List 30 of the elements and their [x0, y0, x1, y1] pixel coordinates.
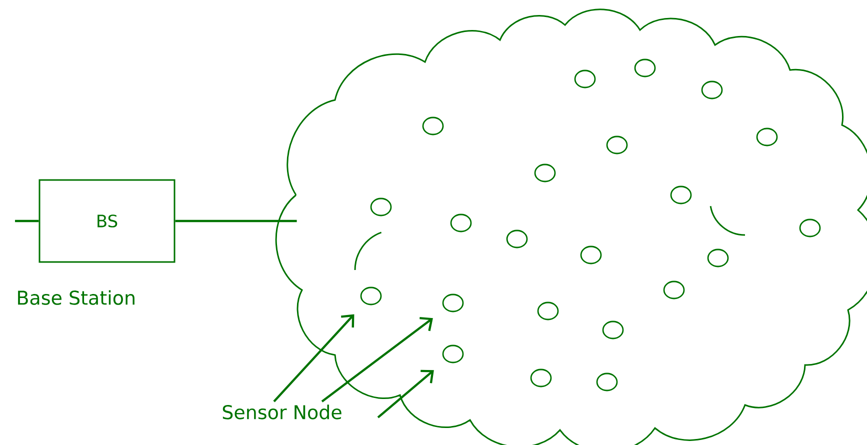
sensor-circle	[506, 230, 528, 248]
sensor-circle	[663, 280, 685, 300]
arrow	[377, 370, 434, 418]
node-label: Sensor Node	[222, 404, 342, 420]
sensor-circle	[596, 372, 618, 392]
sensor-circle	[442, 294, 464, 312]
sensor-circle	[370, 198, 392, 216]
sensor-circle	[634, 58, 656, 78]
arrow	[273, 314, 354, 402]
sensor-circle	[756, 128, 778, 146]
node-label: Base Station	[18, 290, 134, 305]
sensor-circle	[537, 302, 559, 320]
sensor-circle	[606, 136, 628, 154]
sensor-circle	[534, 164, 556, 182]
sensor-circle	[574, 70, 596, 88]
connector-line	[175, 220, 297, 222]
sensor-circle	[580, 246, 602, 264]
sensor-circle	[422, 116, 444, 136]
sensor-circle	[707, 248, 729, 268]
sensor-circle	[799, 218, 821, 238]
arrow	[321, 316, 433, 402]
connector-line	[15, 220, 39, 222]
station-box: BS	[38, 179, 176, 263]
sensor-circle	[530, 368, 552, 388]
sensor-circle	[602, 320, 624, 340]
sensor-circle	[442, 344, 464, 364]
sensor-circle	[360, 286, 382, 306]
sensor-circle	[670, 186, 692, 204]
sensor-circle	[701, 80, 723, 100]
sensor-circle	[450, 214, 472, 232]
